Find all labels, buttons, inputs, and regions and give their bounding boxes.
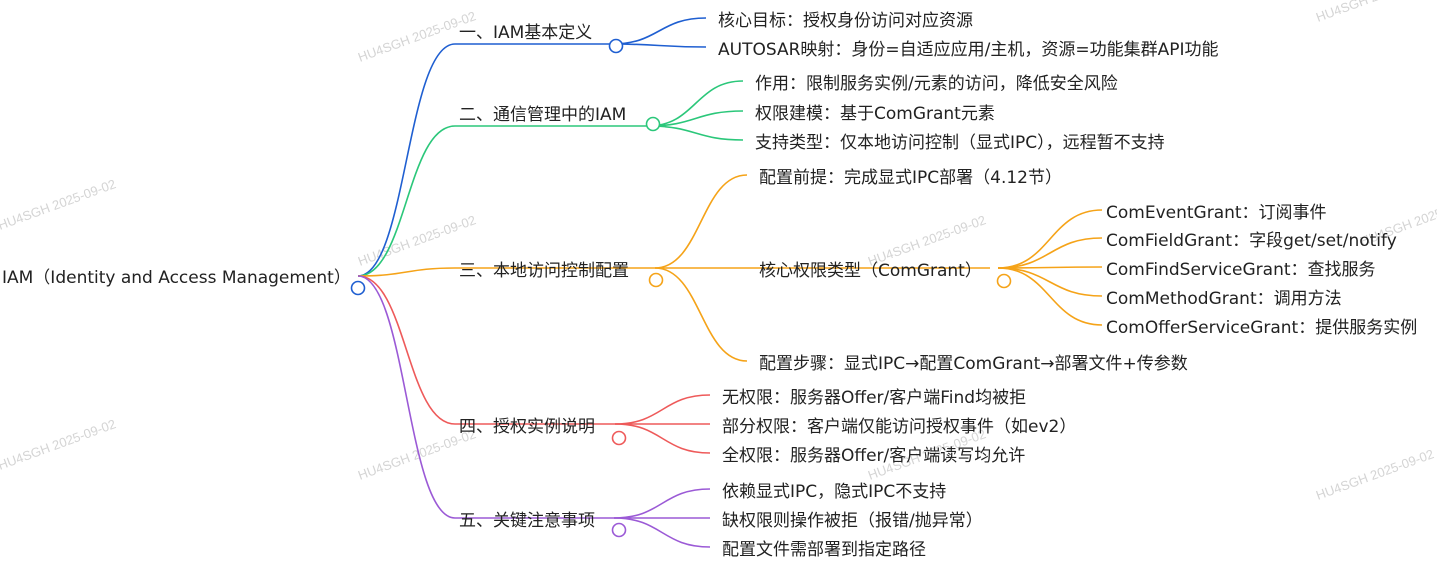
- branch-2-child-2-label[interactable]: 权限建模：基于ComGrant元素: [755, 104, 995, 124]
- branch-1-label[interactable]: 一、IAM基本定义: [459, 23, 592, 43]
- collapse-knob-layer: [350, 38, 1012, 538]
- branch-3-child-1-edge: [654, 174, 748, 269]
- grant-5-label[interactable]: ComOfferServiceGrant：提供服务实例: [1106, 318, 1417, 338]
- grant-3-label[interactable]: ComFindServiceGrant：查找服务: [1106, 260, 1376, 280]
- root-to-branch-1-edge: [357, 43, 456, 277]
- branch-3-label[interactable]: 三、本地访问控制配置: [459, 261, 629, 281]
- branch-3-child-3-label[interactable]: 配置步骤：显式IPC→配置ComGrant→部署文件+传参数: [759, 354, 1188, 374]
- root-collapse-icon[interactable]: [350, 280, 366, 296]
- grant-1-label[interactable]: ComEventGrant：订阅事件: [1106, 203, 1327, 223]
- branch-4-child-2-label[interactable]: 部分权限：客户端仅能访问授权事件（如ev2）: [722, 417, 1076, 437]
- branch-1-child-1-label[interactable]: 核心目标：授权身份访问对应资源: [718, 11, 973, 31]
- branch-2-child-3-edge: [647, 125, 744, 141]
- root-to-branch-4-edge: [357, 275, 456, 425]
- branch-1-child-1-edge: [611, 17, 707, 45]
- branch-2-child-2-edge: [647, 110, 744, 127]
- branch-2-child-3-label[interactable]: 支持类型：仅本地访问控制（显式IPC），远程暂不支持: [755, 133, 1165, 153]
- branch-4-collapse-icon[interactable]: [611, 430, 627, 446]
- branch-3-child-2-collapse-icon[interactable]: [996, 273, 1012, 289]
- root-to-branch-5-edge: [357, 275, 456, 519]
- branch-1-collapse-icon[interactable]: [608, 38, 624, 54]
- grant-2-edge: [997, 237, 1103, 269]
- branch-4-child-3-label[interactable]: 全权限：服务器Offer/客户端读写均允许: [722, 446, 1025, 466]
- branch-4-child-1-edge: [614, 394, 711, 425]
- branch-4-child-3-edge: [614, 423, 711, 454]
- root-to-branch-3-edge: [357, 267, 456, 277]
- branch-2-child-1-edge: [647, 80, 744, 127]
- label-layer: IAM（Identity and Access Management） 一、IA…: [2, 11, 1417, 560]
- branch-2-collapse-icon[interactable]: [645, 116, 661, 132]
- branch-3-collapse-icon[interactable]: [648, 272, 664, 288]
- branch-3-child-1-label[interactable]: 配置前提：完成显式IPC部署（4.12节）: [759, 168, 1062, 188]
- branch-3-child-3-edge: [654, 267, 748, 362]
- root-node-label[interactable]: IAM（Identity and Access Management）: [2, 268, 351, 288]
- grant-5-edge: [997, 267, 1103, 326]
- branch-5-child-3-edge: [613, 517, 711, 548]
- branch-3-child-2-label[interactable]: 核心权限类型（ComGrant）: [759, 261, 982, 281]
- watermark-text: HU4SGH 2025-09-02: [1314, 0, 1436, 25]
- watermark-text: HU4SGH 2025-09-02: [0, 176, 118, 233]
- grant-1-edge: [997, 209, 1103, 269]
- grant-4-label[interactable]: ComMethodGrant：调用方法: [1106, 289, 1342, 309]
- root-to-branch-2-edge: [357, 125, 456, 277]
- grant-4-edge: [997, 267, 1103, 297]
- branch-5-child-2-label[interactable]: 缺权限则操作被拒（报错/抛异常）: [722, 511, 983, 531]
- branch-4-label[interactable]: 四、授权实例说明: [459, 417, 595, 437]
- branch-5-collapse-icon[interactable]: [611, 522, 627, 538]
- branch-5-child-1-edge: [613, 488, 711, 519]
- grant-3-edge: [997, 266, 1103, 269]
- watermark-text: HU4SGH 2025-09-02: [1314, 446, 1436, 503]
- grant-2-label[interactable]: ComFieldGrant：字段get/set/notify: [1106, 231, 1397, 251]
- branch-2-label[interactable]: 二、通信管理中的IAM: [459, 105, 626, 125]
- branch-2-child-1-label[interactable]: 作用：限制服务实例/元素的访问，降低安全风险: [755, 74, 1118, 94]
- branch-5-label[interactable]: 五、关键注意事项: [459, 511, 595, 531]
- branch-1-child-2-edge: [611, 43, 707, 48]
- edge-layer: [357, 17, 1103, 548]
- branch-5-child-1-label[interactable]: 依赖显式IPC，隐式IPC不支持: [722, 482, 946, 502]
- branch-1-child-2-label[interactable]: AUTOSAR映射：身份=自适应应用/主机，资源=功能集群API功能: [718, 40, 1219, 60]
- branch-5-child-3-label[interactable]: 配置文件需部署到指定路径: [722, 540, 926, 560]
- watermark-text: HU4SGH 2025-09-02: [0, 416, 118, 473]
- branch-4-child-1-label[interactable]: 无权限：服务器Offer/客户端Find均被拒: [722, 388, 1026, 408]
